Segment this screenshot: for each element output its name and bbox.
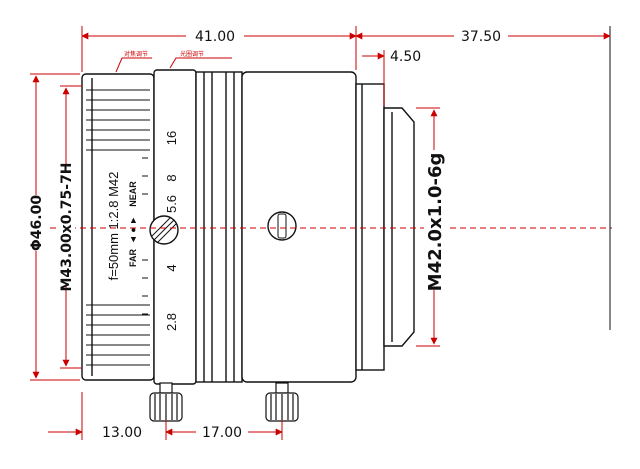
dim-front-to-screw: 13.00 xyxy=(102,425,142,441)
bottom-screws xyxy=(149,382,299,422)
dim-screw-spacing: 17.00 xyxy=(202,425,242,441)
label-bg xyxy=(186,28,244,44)
aperture-mark-5-6: 5.6 xyxy=(164,195,179,213)
dim-outer-diameter: Φ46.00 xyxy=(29,195,45,251)
label-bg xyxy=(26,195,46,251)
rear-step xyxy=(355,83,385,371)
screw-shank-right xyxy=(275,382,289,394)
screw-shank-left xyxy=(159,382,173,394)
mount-thread-body xyxy=(383,107,415,347)
callout-aperture-ring: 光圈调节 xyxy=(180,50,204,58)
aperture-ticks xyxy=(142,139,148,315)
main-barrel xyxy=(241,71,357,383)
far-label: FAR xyxy=(128,248,138,267)
aperture-mark-2-8: 2.8 xyxy=(164,313,179,331)
knurl-bands xyxy=(86,89,150,366)
dim-flange-offset: 4.50 xyxy=(390,49,421,65)
callout-leader-aperture xyxy=(169,57,232,69)
dim-back-focal: 37.50 xyxy=(461,29,501,45)
callout-leader-focus xyxy=(115,57,152,73)
grooved-section xyxy=(195,71,243,383)
label-bg xyxy=(454,28,508,44)
dim-filter-thread: M43.00x0.75-7H xyxy=(59,162,75,291)
direction-arrows: ◄ ● ► xyxy=(128,216,138,244)
dim-overall-length: 41.00 xyxy=(195,29,235,45)
aperture-mark-16: 16 xyxy=(164,131,179,145)
dim-mount-thread: M42.0x1.0-6g xyxy=(425,153,446,292)
callout-focus-ring: 对焦调节 xyxy=(124,50,148,58)
near-label: NEAR xyxy=(128,181,138,207)
label-bg xyxy=(196,424,248,440)
aperture-mark-8: 8 xyxy=(164,174,179,181)
label-bg xyxy=(57,170,75,284)
label-bg xyxy=(424,150,446,290)
side-screws xyxy=(149,211,297,245)
lens-spec-text: f=50mm 1:2.8 M42 xyxy=(106,172,121,281)
aperture-mark-4: 4 xyxy=(164,264,179,271)
